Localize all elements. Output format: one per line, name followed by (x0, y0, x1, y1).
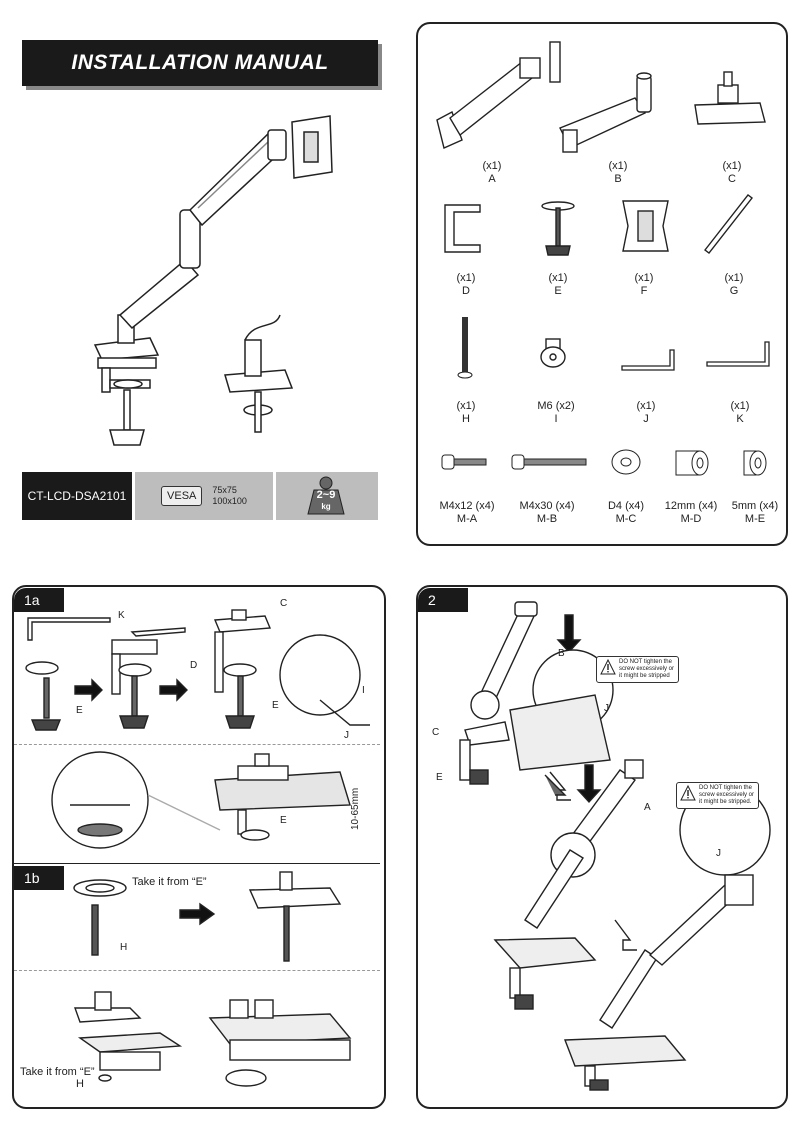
step-1a-tab: 1a (14, 588, 64, 612)
step-1b-illustration (73, 871, 342, 962)
step-1a-label-e2: E (272, 700, 279, 711)
part-a-icon (436, 41, 561, 149)
step-2-label-j1: J (604, 703, 609, 714)
spacer-m-e-icon (743, 450, 767, 476)
step-1b-divider (14, 970, 380, 971)
step-1a-label-i: I (362, 685, 365, 696)
weight-unit: kg (321, 502, 331, 511)
warning-icon-2 (680, 784, 696, 801)
part-label-c: (x1)C (722, 160, 742, 185)
step-2-label-b: B (558, 648, 565, 659)
part-label-h: (x1)H (456, 400, 476, 425)
part-h-icon (457, 317, 473, 379)
part-d-icon (444, 204, 481, 253)
part-label-i: M6 (x2)I (537, 400, 575, 425)
step-1b-tab: 1b (14, 866, 64, 890)
part-label-j: (x1)J (636, 400, 656, 425)
step-2-illustration (459, 601, 771, 1091)
vesa-spec: VESA 75x75 100x100 (135, 472, 273, 520)
manual-title-bar: INSTALLATION MANUAL (22, 40, 378, 86)
weight-range: 2~9 (316, 489, 336, 501)
part-label-b: (x1)B (608, 160, 628, 185)
step-2-warning-2: DO NOT tighten the screw excessively or … (676, 782, 760, 809)
part-b-icon (559, 72, 652, 153)
step-1b-mount-illustration (74, 991, 352, 1087)
step-2-warning-1: DO NOT tighten the screw excessively or … (596, 656, 680, 683)
part-k-icon (706, 341, 770, 367)
step-2-label-c: C (432, 727, 440, 738)
step-1a-divider (14, 744, 380, 745)
part-f-icon (622, 200, 669, 252)
part-label-k: (x1)K (730, 400, 750, 425)
step-1b-label-h1: H (120, 942, 128, 953)
warning-icon (600, 658, 616, 675)
step-1b-take-from-bottom: Take it from “E” (20, 1066, 95, 1078)
weight-icon (307, 476, 345, 515)
step-2-label-a: A (644, 802, 651, 813)
step-2-label-e: E (436, 772, 443, 783)
step-1a-label-j: J (344, 730, 349, 741)
part-e-icon (541, 201, 575, 256)
step-1a-clamp-detail (51, 751, 351, 849)
part-label-d: (x1)D (456, 272, 476, 297)
part-label-e: (x1)E (548, 272, 568, 297)
manual-title: INSTALLATION MANUAL (71, 51, 329, 74)
part-label-m-d: 12mm (x4)M-D (664, 500, 718, 525)
step-1b-take-from-top: Take it from “E” (132, 876, 207, 888)
part-label-m-c: D4 (x4)M-C (607, 500, 645, 525)
part-label-f: (x1)F (634, 272, 654, 297)
part-label-m-b: M4x30 (x4)M-B (519, 500, 575, 525)
monitor-arm-illustration (93, 115, 333, 446)
weight-spec: 2~9 kg (276, 472, 378, 520)
part-j-icon (621, 349, 675, 371)
screw-m-b-icon (511, 454, 587, 470)
step-1b-top-divider (14, 863, 380, 864)
part-label-g: (x1)G (724, 272, 744, 297)
part-label-m-e: 5mm (x4)M-E (731, 500, 779, 525)
model-number: CT-LCD-DSA2101 (22, 472, 132, 520)
vesa-dims: 75x75 100x100 (212, 485, 247, 506)
part-label-m-a: M4x12 (x4)M-A (439, 500, 495, 525)
step-2-tab: 2 (418, 588, 468, 612)
step-1a-illustration (25, 609, 370, 731)
spec-row: CT-LCD-DSA2101 VESA 75x75 100x100 2~9 kg (22, 472, 378, 520)
step-1a-label-d: D (190, 660, 198, 671)
step-1b-label-h2: H (76, 1078, 84, 1090)
part-i-icon (540, 338, 566, 368)
part-label-a: (x1)A (482, 160, 502, 185)
part-c-icon (694, 71, 766, 125)
step-1a-label-e1: E (76, 705, 83, 716)
desk-thickness-label: 10-65mm (350, 787, 361, 830)
step-2-label-j2: J (716, 848, 721, 859)
part-g-icon (704, 194, 753, 254)
vesa-logo: VESA (161, 486, 203, 506)
step-1a-label-c: C (280, 598, 288, 609)
screw-m-a-icon (441, 454, 487, 470)
step-1a-label-e3: E (280, 815, 287, 826)
step-1a-label-k: K (118, 610, 125, 621)
washer-m-c-icon (611, 449, 641, 475)
spacer-m-d-icon (675, 450, 709, 476)
